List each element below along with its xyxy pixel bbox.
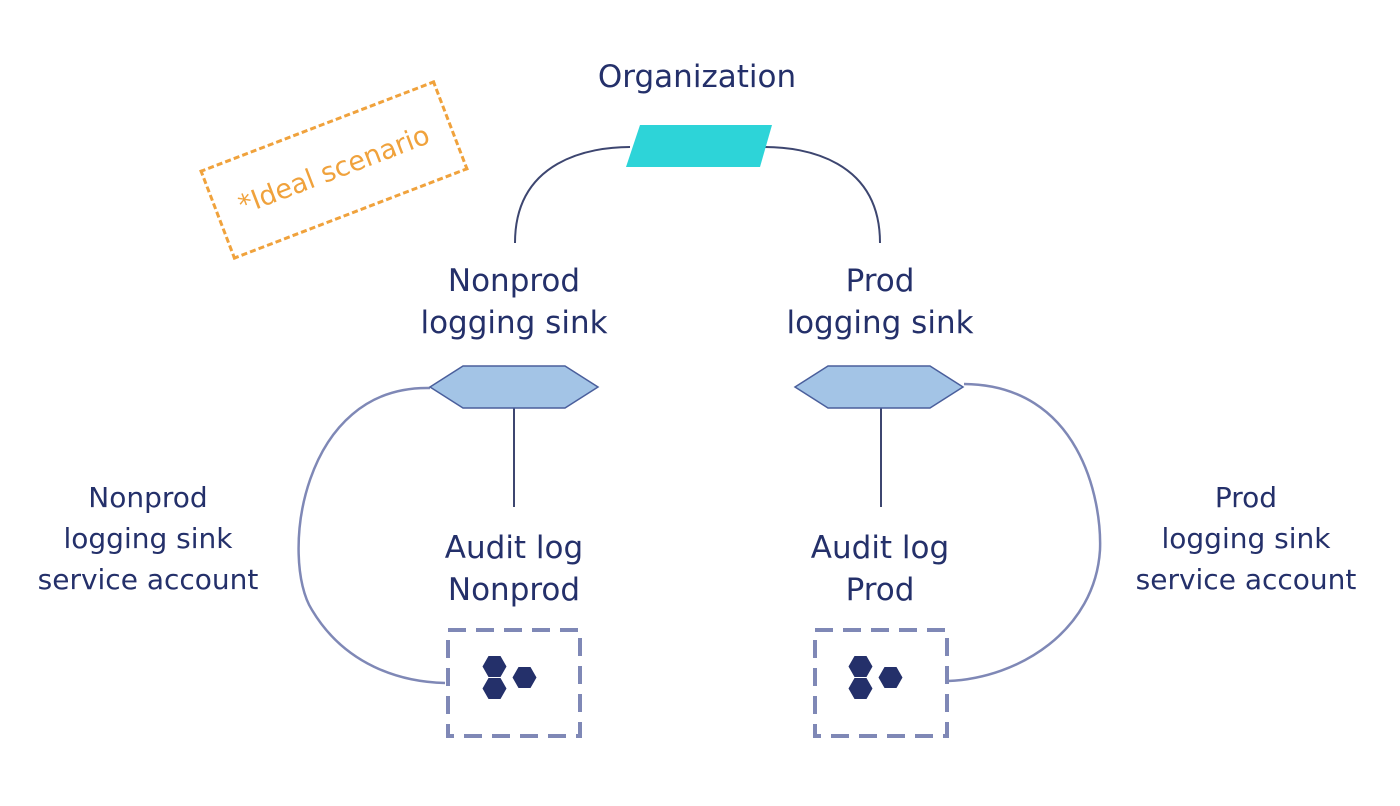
organization-label: Organization bbox=[597, 59, 797, 95]
prod-sink-label: Prod logging sink bbox=[786, 263, 974, 341]
audit-prod-label: Audit log Prod bbox=[810, 530, 950, 608]
nonprod-service-account-connector bbox=[297, 386, 446, 685]
prod-sink-node[interactable] bbox=[793, 365, 965, 409]
nonprod-sink-node[interactable] bbox=[428, 365, 600, 409]
prod-service-account-label: Prod logging sink service account bbox=[1135, 481, 1357, 596]
audit-nonprod-label: Audit log Nonprod bbox=[444, 530, 584, 608]
audit-prod-hexagon-cluster-icon bbox=[848, 656, 903, 699]
prod-service-account-connector bbox=[947, 382, 1102, 683]
org-to-sinks-connector bbox=[514, 146, 881, 244]
nonprod-sink-label: Nonprod logging sink bbox=[420, 263, 608, 341]
audit-prod-box[interactable] bbox=[813, 628, 949, 738]
organization-node[interactable] bbox=[626, 125, 772, 167]
audit-nonprod-box[interactable] bbox=[446, 628, 582, 738]
nonprod-service-account-label: Nonprod logging sink service account bbox=[37, 481, 259, 596]
audit-nonprod-hexagon-cluster-icon bbox=[482, 656, 537, 699]
